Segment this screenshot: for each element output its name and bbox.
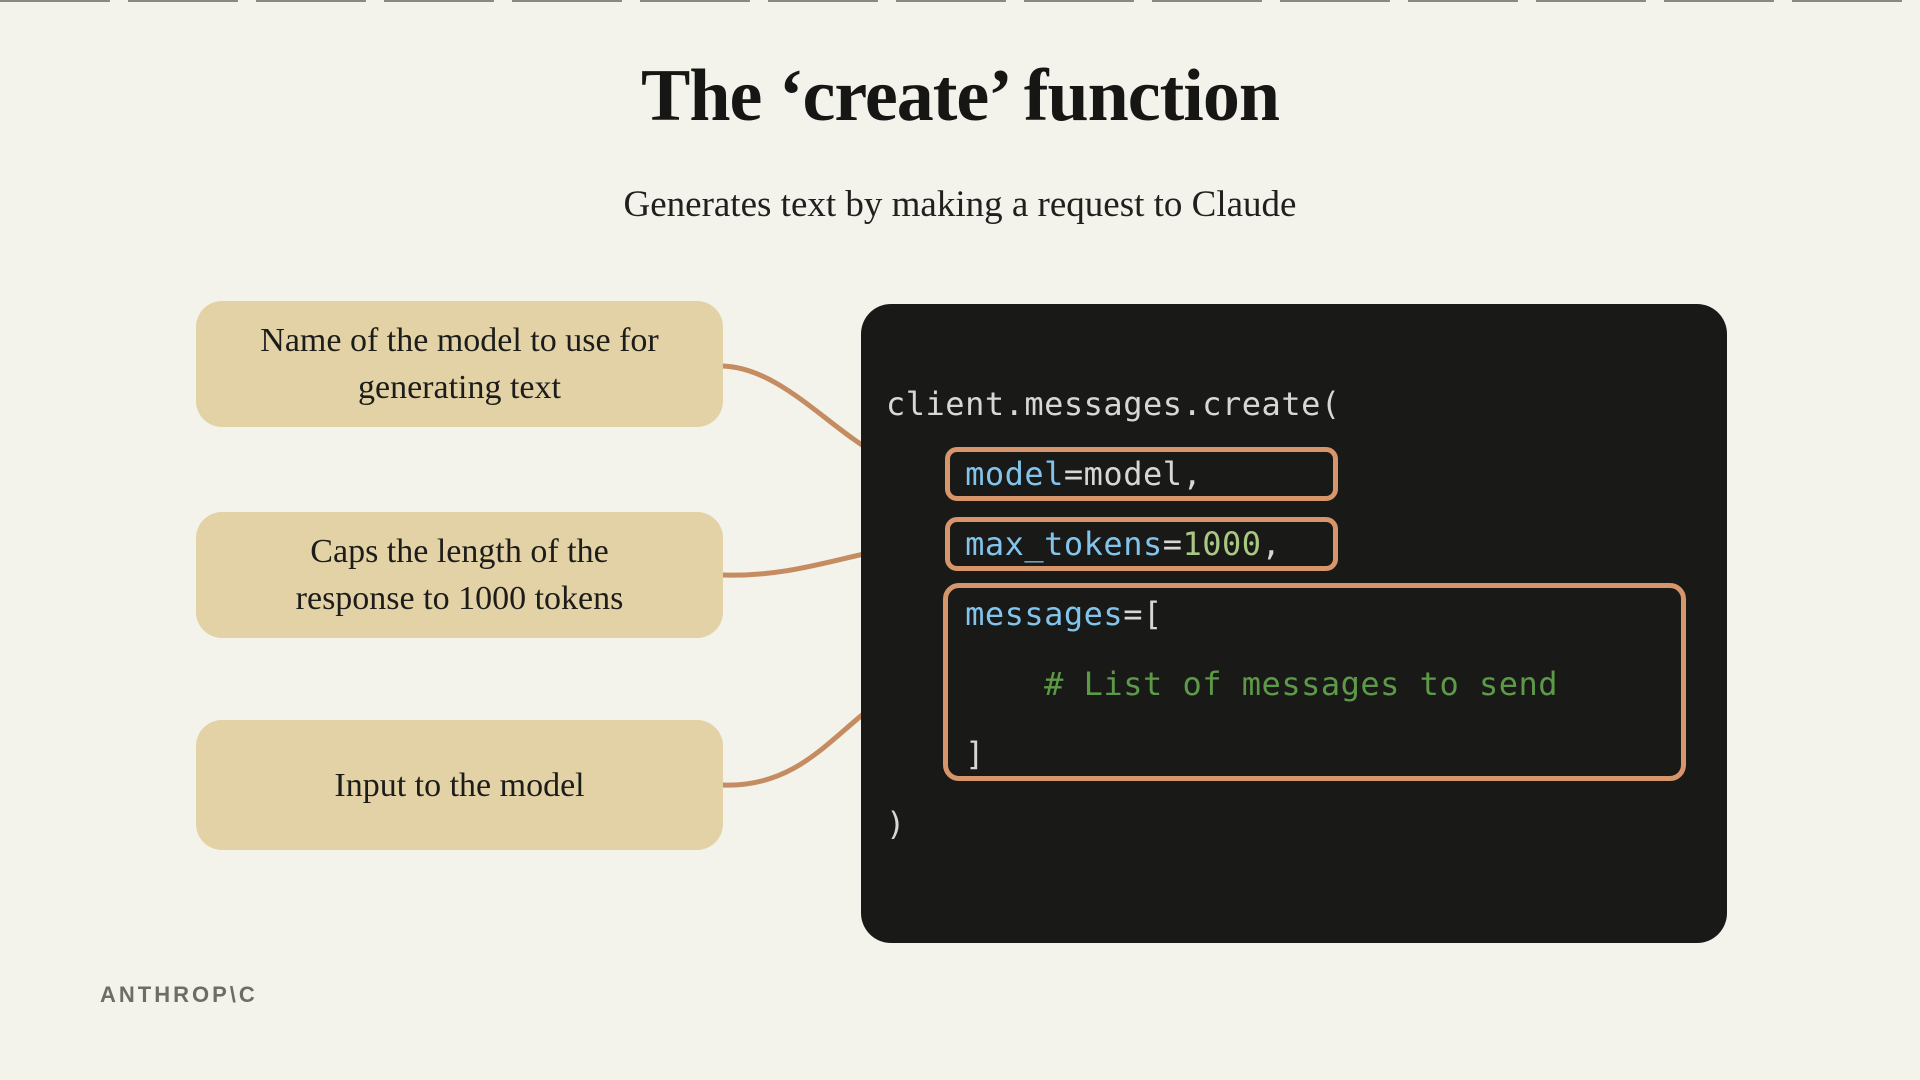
callout-messages-description: Input to the model: [196, 720, 723, 850]
callout-model-description: Name of the model to use for generating …: [196, 301, 723, 427]
page-subtitle: Generates text by making a request to Cl…: [623, 184, 1297, 225]
page-title: The ‘create’ function: [641, 55, 1280, 137]
highlight-box-model: [945, 447, 1338, 501]
code-block: client.messages.create( model=model, max…: [886, 369, 1558, 859]
highlight-box-max-tokens: [945, 517, 1338, 571]
callout-max-tokens-description: Caps the length of the response to 1000 …: [196, 512, 723, 638]
highlight-box-messages: [943, 583, 1686, 781]
callout-text: Name of the model to use for generating …: [260, 322, 659, 406]
code-line-close-bracket: ]: [886, 735, 985, 773]
anthropic-logo: ANTHROP\C: [100, 982, 258, 1007]
code-line-max-tokens: max_tokens=1000,: [965, 525, 1282, 563]
code-line-close-paren: ): [886, 805, 906, 843]
callout-text: Input to the model: [334, 766, 585, 804]
top-edge-artifact: [0, 0, 1920, 2]
callout-text: Caps the length of the response to 1000 …: [295, 533, 624, 617]
code-panel: [861, 304, 1727, 943]
code-line-messages: messages=[: [965, 595, 1163, 633]
code-line-create: client.messages.create(: [886, 385, 1341, 423]
code-line-model: model=model,: [965, 455, 1203, 493]
code-line-comment: # List of messages to send: [886, 665, 1559, 703]
